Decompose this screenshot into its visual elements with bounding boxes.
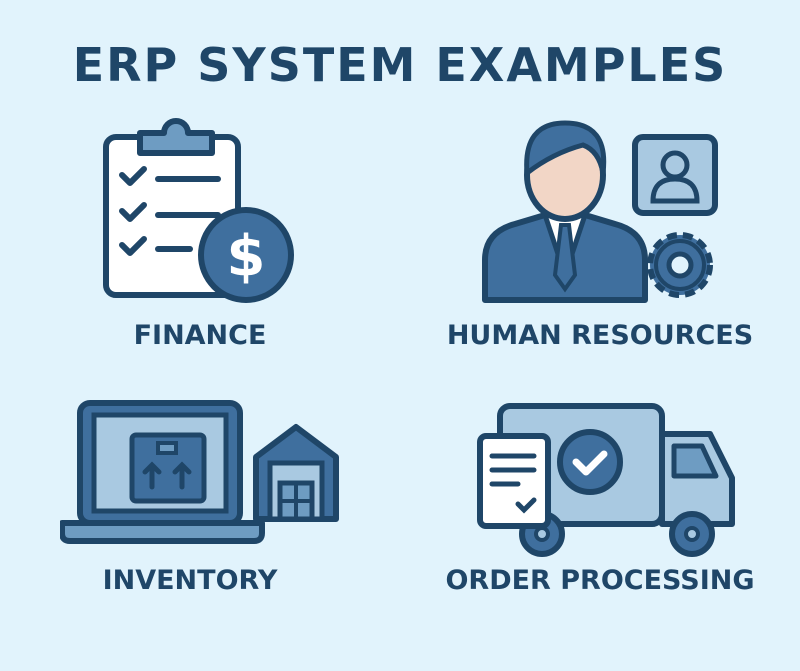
delivery-truck-document-icon — [477, 403, 735, 557]
module-label-order-processing: ORDER PROCESSING — [445, 565, 755, 596]
module-label-finance: FINANCE — [133, 320, 267, 351]
person-profile-gear-icon — [482, 120, 718, 303]
module-label-human-resources: HUMAN RESOURCES — [446, 320, 754, 351]
laptop-box-warehouse-icon — [60, 400, 339, 544]
module-label-inventory: INVENTORY — [102, 565, 278, 596]
svg-text:$: $ — [227, 224, 266, 289]
page-title: ERP SYSTEM EXAMPLES — [72, 38, 728, 92]
clipboard-dollar-icon: $ — [103, 118, 294, 303]
